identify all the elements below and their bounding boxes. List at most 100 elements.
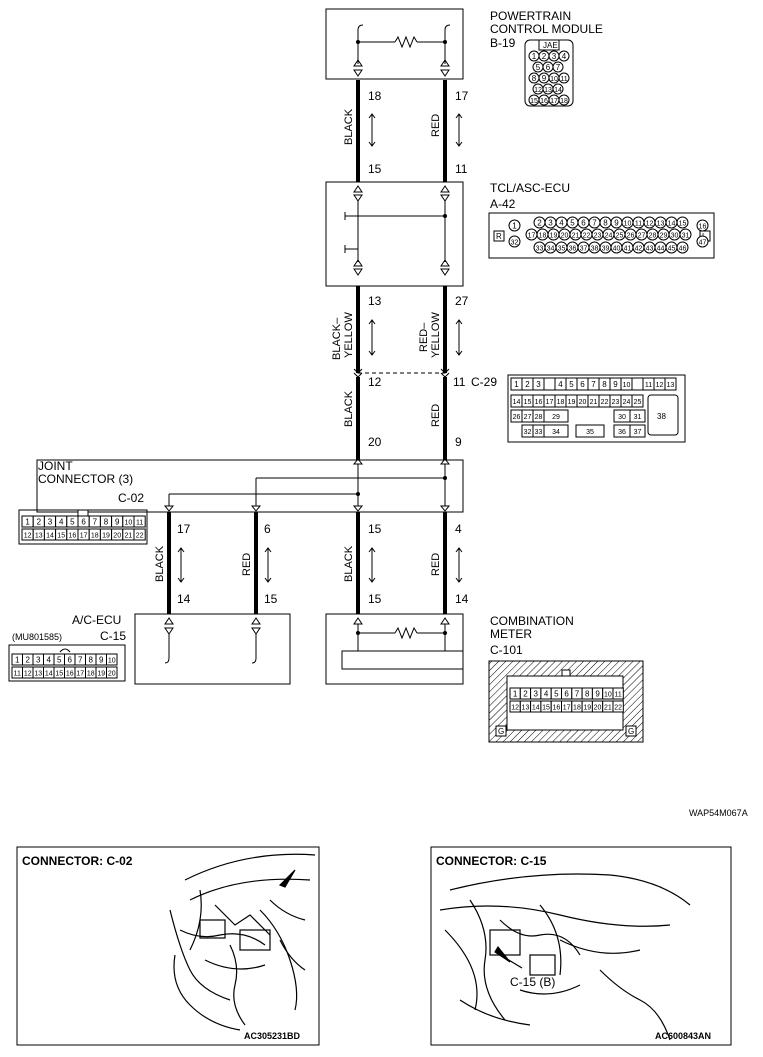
tcl-pin-12: 12 xyxy=(646,221,654,228)
pin-27: 27 xyxy=(455,294,469,308)
meter-pin-11-cavity xyxy=(612,687,624,700)
ac-ecu-pin-18: 18 xyxy=(87,671,95,678)
joint-pin-9: 9 xyxy=(115,518,120,527)
wire-color-red: RED xyxy=(430,114,442,137)
c29-pin-13-cavity xyxy=(664,377,677,391)
tcl-pin-22: 22 xyxy=(583,233,591,240)
ac-ecu-module xyxy=(134,613,291,685)
meter-pin-5: 5 xyxy=(554,690,559,699)
pin-15d: 15 xyxy=(368,592,382,606)
photo-panel-c02: CONNECTOR: C-02 AC305231BD xyxy=(16,846,320,1046)
pcm-pin-11-cavity xyxy=(558,72,570,84)
pcm-pin-4-cavity xyxy=(558,50,570,62)
tcl-pin-5: 5 xyxy=(570,219,575,228)
c29-pin-25: 25 xyxy=(634,399,642,406)
pcm-pin-2: 2 xyxy=(542,52,547,61)
joint-pin-17: 17 xyxy=(80,533,88,540)
pin-12: 12 xyxy=(368,375,382,389)
pin-15: 15 xyxy=(368,162,382,176)
photo-panel-c15: CONNECTOR: C-15 AC600843AN C-15 (B) xyxy=(430,846,732,1046)
c29-pin-6: 6 xyxy=(580,380,585,389)
ac-ecu-pin-7: 7 xyxy=(78,656,83,665)
meter-pin-13: 13 xyxy=(522,705,530,712)
dashboard-sketch-c02 xyxy=(169,853,316,1031)
c29-pin-36: 36 xyxy=(618,429,626,436)
c29-pin-10: 10 xyxy=(623,382,631,389)
meter-name-line2: METER xyxy=(490,627,532,641)
tcl-module xyxy=(325,181,464,287)
pcm-pin-18-cavity xyxy=(558,94,570,106)
c29-pin-29-cavity xyxy=(543,409,569,423)
tcl-pin-28: 28 xyxy=(649,233,657,240)
tcl-pin-6: 6 xyxy=(581,219,586,228)
tcl-pin-46: 46 xyxy=(679,246,687,253)
joint-name-line1: JOINT xyxy=(38,459,73,473)
joint-pin-2: 2 xyxy=(37,518,42,527)
combination-meter-module xyxy=(325,613,464,685)
c29-pin-33: 33 xyxy=(535,429,543,436)
pin-17b: 17 xyxy=(177,522,191,536)
joint-pin-6: 6 xyxy=(81,518,86,527)
tcl-pin-16-cavity xyxy=(696,219,709,232)
ac-ecu-pin-16: 16 xyxy=(66,671,74,678)
ac-ecu-pin-12: 12 xyxy=(24,671,32,678)
pin-17: 17 xyxy=(455,89,469,103)
pin-20: 20 xyxy=(368,435,382,449)
c29-pin-9: 9 xyxy=(613,380,618,389)
meter-pin-10: 10 xyxy=(604,692,612,699)
meter-pin-1: 1 xyxy=(513,690,518,699)
tcl-pin-31-cavity xyxy=(679,228,692,241)
tcl-pin-14: 14 xyxy=(668,221,676,228)
tcl-pin-24: 24 xyxy=(605,233,613,240)
tcl-pin-37: 37 xyxy=(580,246,588,253)
tcl-pin-39: 39 xyxy=(602,246,610,253)
signal-direction-arrows-2 xyxy=(368,319,463,356)
meter-pin-22-cavity xyxy=(612,700,624,713)
c29-pin-23: 23 xyxy=(612,399,620,406)
c29-pin-16: 16 xyxy=(535,399,543,406)
c29-pin-blank11-blank xyxy=(631,377,644,391)
tcl-pin-4: 4 xyxy=(559,219,564,228)
wire-color-red-yellow-1: RED– xyxy=(418,322,430,352)
pin-4: 4 xyxy=(455,522,462,536)
wire-color-black-2: BLACK xyxy=(343,390,355,427)
c29-pin-7: 7 xyxy=(591,380,596,389)
photo-callout-c15: C-15 (B) xyxy=(510,975,555,989)
c29-pin-18: 18 xyxy=(557,399,565,406)
meter-connector-id: C-101 xyxy=(490,643,523,657)
meter-pin-8: 8 xyxy=(585,690,590,699)
pcm-pin-13: 13 xyxy=(544,87,552,94)
pcm-pin-17: 17 xyxy=(550,98,558,105)
photo-title-c02: CONNECTOR: C-02 xyxy=(22,854,133,868)
pcm-connector-id: B-19 xyxy=(490,36,516,50)
photo-code-c15: AC600843AN xyxy=(655,1031,711,1041)
tcl-pin-21: 21 xyxy=(572,233,580,240)
pcm-pin-16: 16 xyxy=(540,98,548,105)
c29-pin-25-cavity xyxy=(631,394,644,408)
pin-18: 18 xyxy=(368,89,382,103)
c29-pin-27: 27 xyxy=(524,414,532,421)
meter-pin-16: 16 xyxy=(552,705,560,712)
tcl-pin-29: 29 xyxy=(660,233,668,240)
c29-pin-22: 22 xyxy=(601,399,609,406)
tcl-pin-30: 30 xyxy=(671,233,679,240)
wire-color-black: BLACK xyxy=(343,108,355,145)
joint-pin-21: 21 xyxy=(125,533,133,540)
pin-14b: 14 xyxy=(455,592,469,606)
joint-pin-14: 14 xyxy=(46,533,54,540)
c29-pin-3: 3 xyxy=(536,380,541,389)
tcl-pin-35: 35 xyxy=(558,246,566,253)
ac-ecu-pin-17: 17 xyxy=(76,671,84,678)
joint-pin-3: 3 xyxy=(48,518,53,527)
wire-color-red-2: RED xyxy=(430,404,442,427)
meter-name-line1: COMBINATION xyxy=(490,614,574,628)
c29-pin-15: 15 xyxy=(524,399,532,406)
joint-pin-22: 22 xyxy=(136,533,144,540)
joint-connector-id: C-02 xyxy=(118,491,144,505)
tcl-pin-11: 11 xyxy=(635,221,642,228)
joint-pin-5: 5 xyxy=(70,518,75,527)
wire-color-black-4: BLACK xyxy=(343,545,355,582)
meter-pin-21: 21 xyxy=(604,705,612,712)
